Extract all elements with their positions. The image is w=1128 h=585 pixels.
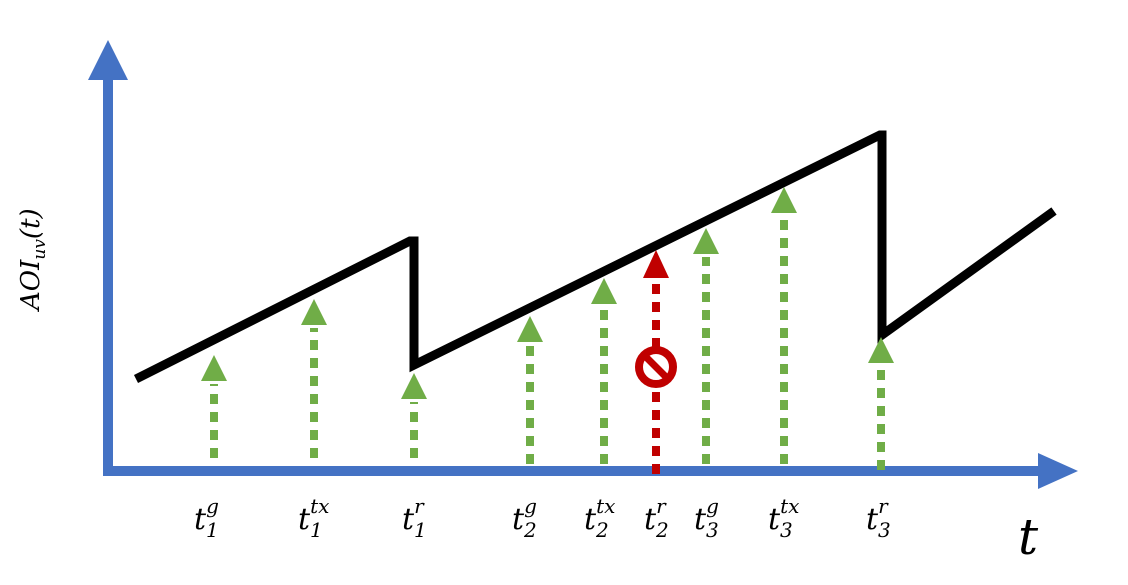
- arrow-t1-r: [401, 373, 427, 458]
- tick-label-t1-tx: ttx: [298, 494, 330, 537]
- tick-label-t1-r: tr: [402, 494, 424, 537]
- tick-sub-t1-r: 1: [414, 518, 427, 542]
- y-axis-arrowhead: [88, 40, 128, 80]
- tick-sub-t3-r: 3: [878, 518, 891, 542]
- tick-sub-t3-tx: 3: [780, 518, 793, 542]
- x-axis-label: t: [1018, 508, 1039, 566]
- tick-sub-t2-g: 2: [524, 518, 537, 542]
- arrow-t3-r: [868, 337, 894, 470]
- success-arrows: [201, 187, 894, 470]
- tick-sub-t1-g: 1: [206, 518, 219, 542]
- arrow-t1-tx: [301, 299, 327, 458]
- tick-label-t3-tx: ttx: [768, 494, 800, 537]
- tick-label-t1-g: tg: [194, 494, 219, 537]
- tick-label-t2-g: tg: [512, 494, 537, 537]
- blocked-icon: [635, 346, 677, 388]
- tick-sub-t1-tx: 1: [310, 518, 323, 542]
- arrow-t2-tx: [591, 278, 617, 464]
- tick-sub-t2-tx: 2: [596, 518, 609, 542]
- x-axis-arrowhead: [1038, 453, 1078, 489]
- arrow-t3-g: [693, 228, 719, 464]
- tick-label-t2-tx: ttx: [584, 494, 616, 537]
- axes: [88, 40, 1078, 489]
- arrow-t2-g: [517, 316, 543, 464]
- tick-label-t3-g: tg: [694, 494, 719, 537]
- tick-sub-t3-g: 3: [706, 518, 719, 542]
- tick-label-t2-r: tr: [644, 494, 666, 537]
- arrow-t1-g: [201, 355, 227, 458]
- failed-arrow-t2-r: [635, 250, 677, 474]
- aoi-sawtooth-line: [133, 130, 1057, 384]
- y-axis-label: AOIuv(t): [16, 208, 50, 310]
- tick-sub-t2-r: 2: [656, 518, 669, 542]
- arrow-t3-tx: [771, 187, 797, 464]
- tick-label-t3-r: tr: [866, 494, 888, 537]
